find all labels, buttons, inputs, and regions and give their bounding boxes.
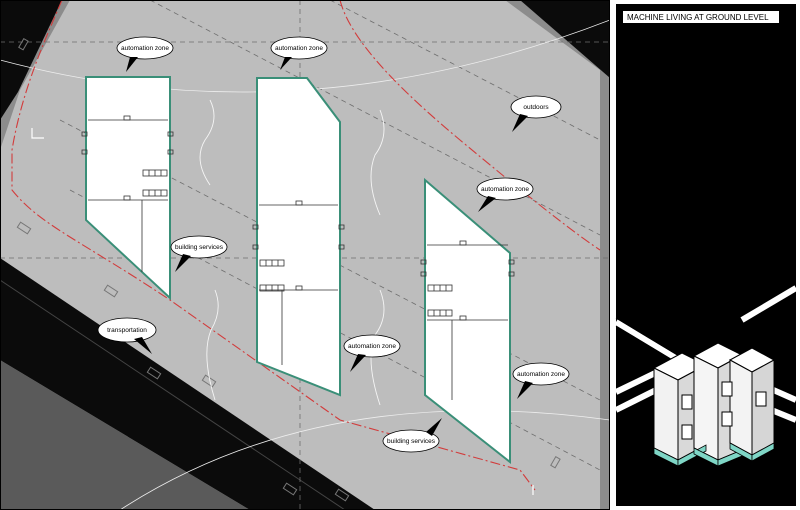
machine-block-model bbox=[652, 342, 776, 461]
road-band bbox=[0, 258, 375, 510]
ground-accent bbox=[653, 442, 775, 467]
building-2 bbox=[252, 77, 345, 397]
site-plan: automation zone automation zone outdoors… bbox=[0, 0, 610, 510]
site-boundary bbox=[11, 0, 536, 491]
callout-label: building services bbox=[175, 244, 224, 251]
paths bbox=[199, 99, 385, 406]
callout-transportation: transportation bbox=[97, 317, 157, 354]
callout-building-services-1: building services bbox=[170, 235, 228, 272]
callout-automation-zone-2: automation zone bbox=[270, 36, 328, 70]
panel-title: MACHINE LIVING AT GROUND LEVEL bbox=[622, 10, 780, 24]
callout-label: outdoors bbox=[523, 104, 549, 111]
callout-automation-zone-5: automation zone bbox=[512, 362, 570, 399]
callout-label: automation zone bbox=[517, 371, 565, 378]
callout-automation-zone-1: automation zone bbox=[116, 36, 174, 72]
callout-label: building services bbox=[387, 438, 436, 445]
building-3 bbox=[420, 177, 515, 465]
side-panel: MACHINE LIVING AT GROUND LEVEL bbox=[612, 0, 800, 510]
callout-building-services-2: building services bbox=[382, 418, 442, 453]
road-corner-top-right bbox=[520, 0, 610, 78]
callout-label: transportation bbox=[107, 327, 147, 334]
callout-label: automation zone bbox=[348, 343, 396, 350]
callout-label: automation zone bbox=[121, 45, 169, 52]
lane-line bbox=[0, 279, 346, 510]
callout-automation-zone-3: automation zone bbox=[476, 177, 534, 212]
section-markers bbox=[31, 128, 534, 495]
callout-label: automation zone bbox=[481, 186, 529, 193]
callout-outdoors: outdoors bbox=[510, 95, 562, 132]
road-corner-top-left bbox=[0, 0, 62, 120]
callout-label: automation zone bbox=[275, 45, 323, 52]
side-panel-graphic bbox=[612, 0, 800, 510]
building-1 bbox=[81, 76, 174, 301]
callout-automation-zone-4: automation zone bbox=[343, 334, 401, 372]
site-boundary-east bbox=[339, 0, 601, 251]
cars bbox=[16, 37, 561, 502]
